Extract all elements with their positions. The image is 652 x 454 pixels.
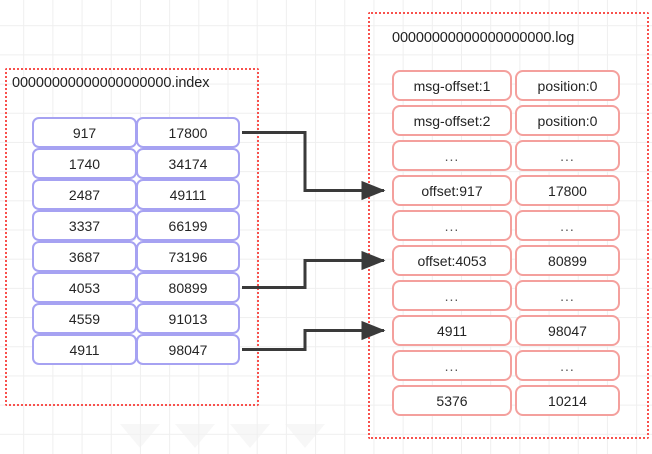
log-file-container <box>368 12 649 439</box>
index-offset-cell: 3687 <box>32 241 137 272</box>
log-position-cell: position:0 <box>515 105 620 136</box>
log-position-cell: ... <box>515 210 620 241</box>
index-position-cell: 34174 <box>136 148 240 179</box>
log-position-cell: 80899 <box>515 245 620 276</box>
log-offset-cell: ... <box>392 350 512 381</box>
index-4911-to-log-4911 <box>242 320 386 351</box>
log-file-title: 00000000000000000000.log <box>392 30 575 46</box>
index-position-cell: 73196 <box>136 241 240 272</box>
log-offset-cell: msg-offset:2 <box>392 105 512 136</box>
index-offset-cell: 3337 <box>32 210 137 241</box>
log-offset-cell: msg-offset:1 <box>392 70 512 101</box>
log-offset-cell: offset:917 <box>392 175 512 206</box>
log-offset-cell: ... <box>392 280 512 311</box>
index-position-cell: 91013 <box>136 303 240 334</box>
index-offset-cell: 2487 <box>32 179 137 210</box>
index-position-cell: 80899 <box>136 272 240 303</box>
log-offset-cell: ... <box>392 210 512 241</box>
index-position-cell: 49111 <box>136 179 240 210</box>
log-position-cell: ... <box>515 140 620 171</box>
log-offset-cell: ... <box>392 140 512 171</box>
index-offset-cell: 917 <box>32 117 137 148</box>
index-917-to-log-offset-917 <box>242 131 386 201</box>
index-offset-cell: 4559 <box>32 303 137 334</box>
log-position-cell: position:0 <box>515 70 620 101</box>
index-file-container <box>5 68 259 406</box>
log-offset-cell: 5376 <box>392 385 512 416</box>
index-offset-cell: 4053 <box>32 272 137 303</box>
log-position-cell: 98047 <box>515 315 620 346</box>
index-position-cell: 66199 <box>136 210 240 241</box>
log-offset-cell: offset:4053 <box>392 245 512 276</box>
index-offset-cell: 4911 <box>32 334 137 365</box>
log-offset-cell: 4911 <box>392 315 512 346</box>
index-position-cell: 17800 <box>136 117 240 148</box>
log-position-cell: 10214 <box>515 385 620 416</box>
index-file-title: 00000000000000000000.index <box>12 75 210 91</box>
log-position-cell: 17800 <box>515 175 620 206</box>
log-position-cell: ... <box>515 350 620 381</box>
log-position-cell: ... <box>515 280 620 311</box>
watermark <box>120 424 325 448</box>
index-position-cell: 98047 <box>136 334 240 365</box>
index-offset-cell: 1740 <box>32 148 137 179</box>
index-4053-to-log-offset-4053 <box>242 250 386 289</box>
